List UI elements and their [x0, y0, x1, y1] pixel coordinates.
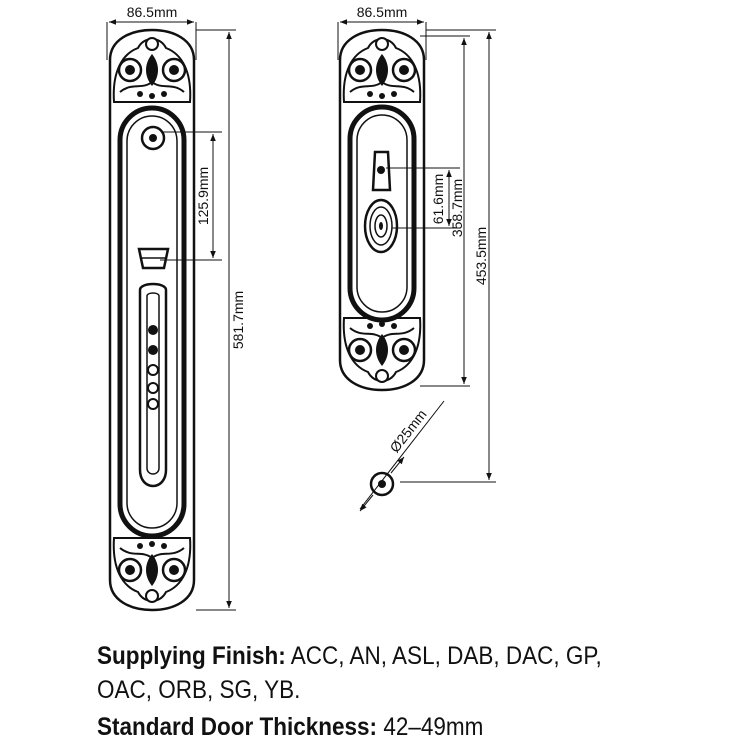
left-height-label: 581.7mm — [230, 291, 246, 349]
left-width-label: 86.5mm — [127, 4, 178, 20]
right-inner-panel-border — [356, 114, 408, 313]
technical-drawing: 86.5mm 125.9mm 581.7mm 86.5mm 61.6mm — [106, 4, 496, 612]
finish-values: ACC, AN, ASL, DAB, DAC, GP, — [290, 642, 602, 670]
round-rosette: Ø25mm — [359, 400, 445, 512]
right-width-label: 86.5mm — [357, 4, 408, 20]
key-to-handle-label: 125.9mm — [195, 167, 211, 225]
left-escutcheon-plate — [108, 28, 196, 612]
finish-label: Supplying Finish: — [97, 642, 286, 670]
right-total-height-label: 453.5mm — [473, 227, 489, 285]
right-dimensions: 86.5mm 61.6mm 358.7mm 453.5mm — [337, 4, 496, 483]
right-plate-height-label: 358.7mm — [449, 179, 465, 237]
thickness-label: Standard Door Thickness: — [97, 713, 378, 741]
thumbturn-to-key-label: 61.6mm — [430, 174, 446, 225]
door-thickness-line: Standard Door Thickness: 42–49mm — [97, 712, 483, 742]
rosette-diameter-label: Ø25mm — [386, 406, 429, 455]
pull-handle — [138, 282, 168, 488]
keyhole-icon — [149, 134, 157, 142]
supplying-finish-line-2: OAC, ORB, SG, YB. — [97, 675, 300, 705]
left-inner-panel-border — [126, 115, 178, 529]
supplying-finish-line: Supplying Finish: ACC, AN, ASL, DAB, DAC… — [97, 641, 602, 671]
left-dimensions: 86.5mm 125.9mm 581.7mm — [106, 4, 246, 611]
diameter-leader — [359, 400, 445, 510]
thickness-value: 42–49mm — [383, 713, 484, 741]
finish-values-2: OAC, ORB, SG, YB. — [97, 676, 301, 704]
right-escutcheon-plate — [338, 28, 426, 392]
